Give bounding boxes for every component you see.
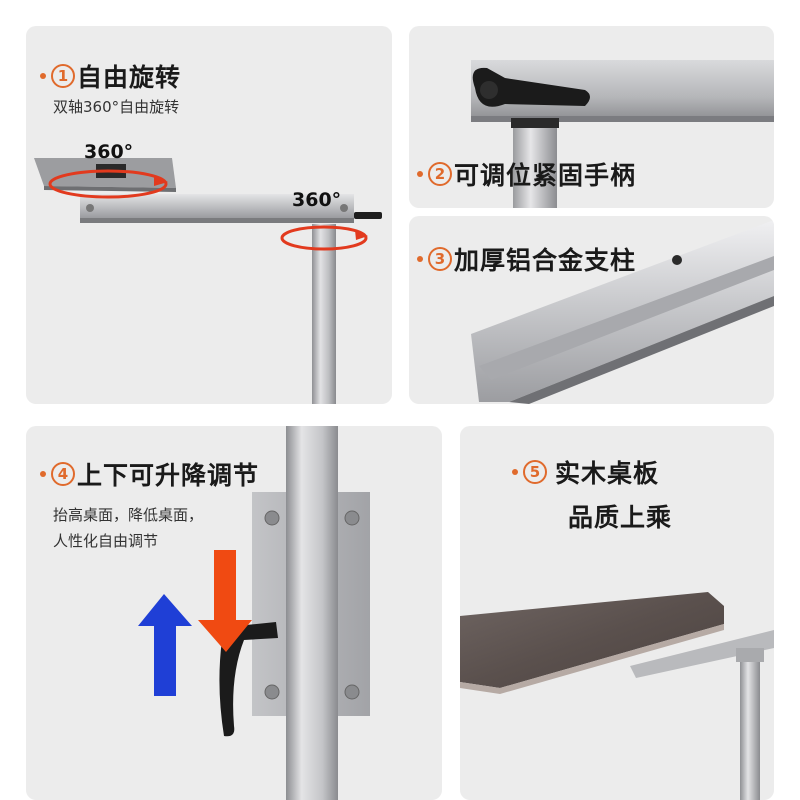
panel-title-line-1: 实木桌板 [555, 459, 660, 488]
handle-illustration [471, 60, 774, 208]
feature-panel-rotation: 1 自由旋转 双轴360°自由旋转 360° 360° [26, 26, 392, 404]
number-badge: 2 [428, 162, 452, 186]
panel-title: 自由旋转 [77, 63, 182, 92]
bullet-dot [40, 471, 46, 477]
horizontal-arm [80, 194, 354, 222]
handle-heading: 2 可调位紧固手柄 [417, 156, 636, 192]
lever-knob [354, 212, 382, 219]
number-badge: 5 [523, 460, 547, 484]
column-illustration [471, 220, 774, 404]
panel-subtitle-line-1: 抬高桌面，降低桌面， [53, 506, 204, 524]
rotation-label-right: 360° [292, 189, 341, 211]
height-illustration [138, 426, 370, 800]
rotation-ring-top [48, 169, 168, 199]
number-badge: 4 [51, 462, 75, 486]
vertical-column [312, 224, 336, 404]
arrow-up-icon [138, 594, 192, 696]
tabletop-illustration [460, 592, 774, 800]
feature-panel-height: 4 上下可升降调节 抬高桌面，降低桌面， 人性化自由调节 [26, 426, 442, 800]
feature-panel-column: 3 加厚铝合金支柱 [409, 216, 774, 404]
support-column [513, 122, 557, 208]
rotation-heading: 1 自由旋转 [40, 58, 181, 94]
height-column [286, 426, 338, 800]
tabletop-column [740, 656, 760, 800]
wood-tabletop [460, 592, 724, 688]
bullet-dot [40, 73, 46, 79]
number-badge: 1 [51, 64, 75, 88]
bullet-dot [417, 256, 423, 262]
panel-title: 加厚铝合金支柱 [454, 246, 637, 275]
height-heading: 4 上下可升降调节 [40, 456, 259, 492]
panel-title-line-2: 品质上乘 [568, 503, 673, 532]
panel-subtitle-line-2: 人性化自由调节 [53, 532, 159, 550]
tabletop-arm [630, 630, 774, 678]
tabletop-heading: 5 实木桌板 [512, 454, 659, 490]
rotation-label-top: 360° [84, 141, 133, 163]
panel-title: 上下可升降调节 [77, 461, 260, 490]
adjust-handle [219, 622, 278, 737]
lock-handle [472, 67, 590, 107]
arrow-down-icon [198, 550, 252, 652]
feature-panel-tabletop: 5 实木桌板 品质上乘 [460, 426, 774, 800]
bullet-dot [417, 171, 423, 177]
bullet-dot [512, 469, 518, 475]
column-heading: 3 加厚铝合金支柱 [417, 241, 636, 277]
rotation-illustration: 360° 360° [34, 141, 382, 404]
feature-panel-handle: 2 可调位紧固手柄 [409, 26, 774, 208]
panel-title: 可调位紧固手柄 [454, 161, 637, 190]
number-badge: 3 [428, 247, 452, 271]
rotation-ring-column [280, 225, 368, 251]
panel-subtitle: 双轴360°自由旋转 [53, 98, 180, 116]
